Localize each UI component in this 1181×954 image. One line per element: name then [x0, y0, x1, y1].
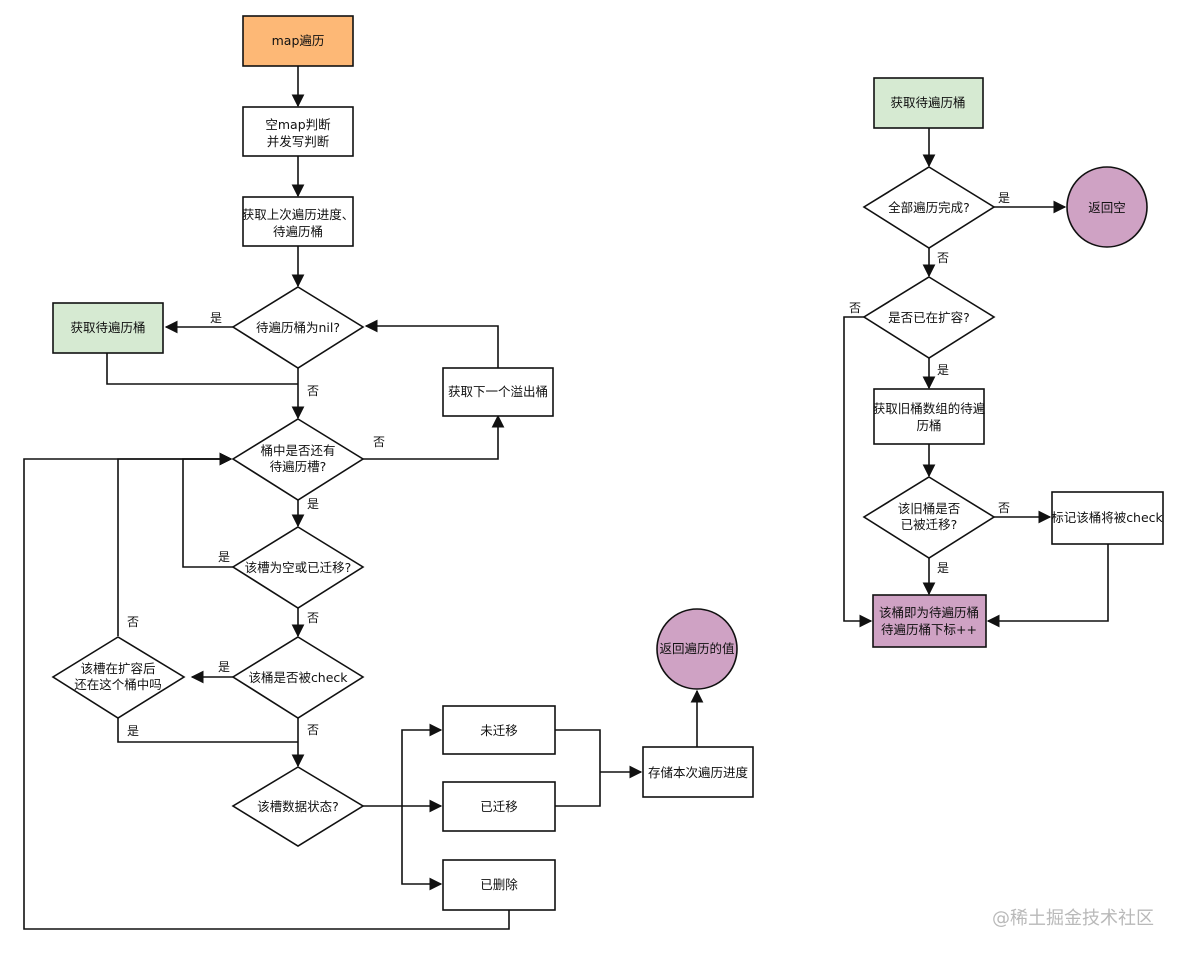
node-not-migrated: 未迁移	[442, 705, 556, 755]
edges-left	[23, 66, 704, 930]
node-final-bucket: 该桶即为待遍历桶 待遍历桶下标++	[872, 594, 987, 648]
node-slot-state-decision: 该槽数据状态?	[231, 766, 365, 847]
svg-text:该桶是否被check: 该桶是否被check	[248, 670, 348, 685]
svg-text:还在这个桶中吗: 还在这个桶中吗	[74, 677, 162, 692]
svg-text:全部遍历完成?: 全部遍历完成?	[888, 200, 970, 215]
label-check-no: 否	[307, 723, 319, 737]
edge-still-yes-join	[117, 718, 298, 743]
edge-slot-no-to-overflow	[363, 414, 505, 460]
node-get-progress: 获取上次遍历进度、 待遍历桶	[242, 196, 355, 247]
svg-text:待遍历桶下标++: 待遍历桶下标++	[881, 622, 977, 637]
edge-overflow-to-nil	[364, 319, 499, 368]
svg-text:空map判断: 空map判断	[265, 117, 330, 132]
svg-text:待遍历槽?: 待遍历槽?	[270, 459, 327, 474]
node-bucket-nil-decision: 待遍历桶为nil?	[231, 286, 365, 369]
node-return-empty: 返回空	[1066, 166, 1148, 248]
node-bucket-checked-decision: 该桶是否被check	[231, 636, 365, 719]
edge-deleted-loop	[23, 452, 510, 930]
svg-text:是否已在扩容?: 是否已在扩容?	[888, 310, 970, 325]
node-slot-empty-decision: 该槽为空或已迁移?	[231, 526, 365, 609]
svg-text:已迁移: 已迁移	[480, 799, 518, 814]
label-nil-no: 否	[307, 384, 319, 398]
node-map-traverse: map遍历	[242, 15, 354, 67]
node-deleted: 已删除	[442, 859, 556, 911]
node-return-value: 返回遍历的值	[656, 608, 738, 690]
svg-text:返回遍历的值: 返回遍历的值	[659, 641, 734, 656]
node-get-bucket-left: 获取待遍历桶	[52, 302, 164, 354]
svg-text:获取下一个溢出桶: 获取下一个溢出桶	[448, 384, 548, 399]
node-get-old-bucket: 获取旧桶数组的待遍 历桶	[873, 388, 986, 445]
node-growing-decision: 是否已在扩容?	[862, 276, 996, 359]
label-still-yes: 是	[127, 724, 139, 738]
label-r-growing-yes: 是	[937, 363, 949, 377]
label-still-no: 否	[127, 615, 139, 629]
svg-text:map遍历: map遍历	[272, 33, 325, 48]
svg-text:未迁移: 未迁移	[480, 723, 518, 738]
svg-text:该桶即为待遍历桶: 该桶即为待遍历桶	[879, 605, 979, 620]
label-nil-yes: 是	[210, 311, 222, 325]
label-r-done-no: 否	[937, 251, 949, 265]
edge-state-to-not-migrated	[401, 723, 443, 806]
node-next-overflow: 获取下一个溢出桶	[442, 367, 554, 417]
svg-text:桶中是否还有: 桶中是否还有	[260, 443, 335, 458]
edge-still-no-loop	[117, 452, 233, 636]
nodes-left: map遍历 空map判断 并发写判断 获取上次遍历进度、 待遍历桶 待遍历桶为n…	[51, 15, 754, 911]
svg-text:待遍历桶为nil?: 待遍历桶为nil?	[256, 320, 340, 335]
edge-state-to-deleted	[401, 806, 443, 891]
node-empty-check: 空map判断 并发写判断	[242, 106, 354, 157]
edge-labels: 是 否 否 是 是 否 是 否 是 否 是 否 否 是 否 是	[127, 191, 1010, 738]
node-get-bucket-right: 获取待遍历桶	[873, 77, 984, 129]
svg-text:已删除: 已删除	[480, 877, 518, 892]
svg-text:获取待遍历桶: 获取待遍历桶	[890, 95, 965, 110]
label-r-growing-no: 否	[849, 301, 861, 315]
edge-r-growing-no-to-final	[843, 316, 873, 628]
node-migrated: 已迁移	[442, 781, 556, 832]
node-mark-check: 标记该桶将被check	[1051, 491, 1164, 545]
svg-text:获取待遍历桶: 获取待遍历桶	[70, 320, 145, 335]
svg-text:获取上次遍历进度、: 获取上次遍历进度、	[242, 207, 355, 222]
svg-text:已被迁移?: 已被迁移?	[901, 517, 958, 532]
edge-r-mark-to-final	[986, 544, 1109, 628]
node-old-migrated-decision: 该旧桶是否 已被迁移?	[862, 476, 996, 559]
label-empty-yes: 是	[218, 550, 230, 564]
edge-get-bucket-join	[106, 353, 298, 385]
label-r-done-yes: 是	[998, 191, 1010, 205]
label-empty-no: 否	[307, 611, 319, 625]
svg-text:存储本次遍历进度: 存储本次遍历进度	[648, 765, 749, 780]
node-all-done-decision: 全部遍历完成?	[862, 166, 996, 249]
node-still-in-bucket-decision: 该槽在扩容后 还在这个桶中吗	[51, 636, 186, 719]
label-check-yes: 是	[218, 660, 230, 674]
svg-text:该旧桶是否: 该旧桶是否	[898, 501, 961, 516]
label-r-migrated-yes: 是	[937, 561, 949, 575]
svg-text:该槽在扩容后: 该槽在扩容后	[80, 661, 155, 676]
node-store-progress: 存储本次遍历进度	[642, 746, 754, 798]
svg-text:并发写判断: 并发写判断	[267, 134, 330, 149]
label-slot-no: 否	[373, 435, 385, 449]
svg-text:获取旧桶数组的待遍: 获取旧桶数组的待遍	[873, 401, 986, 416]
label-r-migrated-no: 否	[998, 501, 1010, 515]
node-slot-remaining-decision: 桶中是否还有 待遍历槽?	[231, 418, 365, 501]
label-slot-yes: 是	[307, 497, 319, 511]
svg-text:标记该桶将被check: 标记该桶将被check	[1051, 510, 1163, 525]
svg-text:该槽为空或已迁移?: 该槽为空或已迁移?	[245, 560, 352, 575]
svg-text:待遍历桶: 待遍历桶	[273, 224, 323, 239]
svg-text:返回空: 返回空	[1088, 200, 1126, 215]
edges-right	[843, 128, 1109, 628]
watermark: @稀土掘金技术社区	[992, 908, 1154, 929]
svg-text:该槽数据状态?: 该槽数据状态?	[257, 799, 339, 814]
svg-text:历桶: 历桶	[916, 418, 941, 433]
edge-merge-migrated	[555, 729, 601, 807]
nodes-right: 获取待遍历桶 全部遍历完成? 返回空 是否已在扩容? 获取旧桶数组的待遍 历桶 …	[862, 77, 1164, 648]
